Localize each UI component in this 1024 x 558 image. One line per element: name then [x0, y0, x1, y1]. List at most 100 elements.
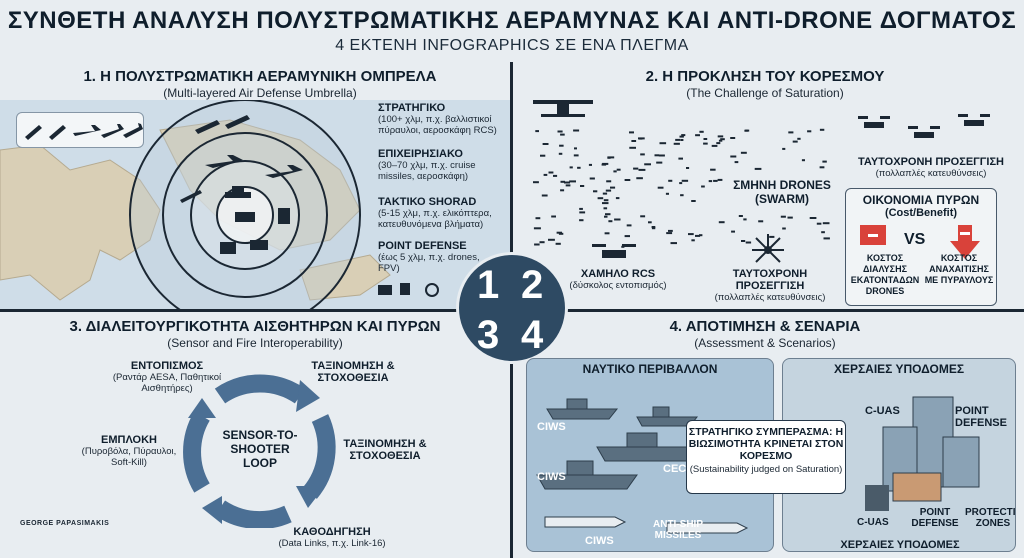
swarm-drone-icon [822, 222, 830, 225]
swarm-drone-icon [573, 154, 579, 157]
anti-ship-missile-icon [544, 516, 627, 528]
swarm-drone-icon [731, 230, 735, 233]
swarm-drone-icon [615, 197, 620, 200]
low-rcs-drone-icon [592, 244, 636, 258]
economy-title: ΟΙΚΟΝΟΜΙΑ ΠΥΡΩΝ [862, 193, 980, 207]
fighter-jet-icon [101, 124, 124, 138]
swarm-drone-icon [668, 229, 673, 232]
swarm-drone-icon [569, 166, 573, 169]
naval-environment-panel: ΝΑΥΤΙΚΟ ΠΕΡΙΒΑΛΛΟΝ CIWS CIWS CEC CIWS AN… [526, 358, 774, 552]
radar-icon [220, 242, 236, 254]
swarm-drone-icon [601, 163, 607, 166]
swarm-drone-icon [614, 218, 621, 221]
swarm-drone-icon [548, 238, 555, 241]
swarm-drone-icon [560, 133, 565, 136]
swarm-drone-icon [681, 134, 686, 137]
land-title: ΧΕΡΣΑΙΕΣ ΥΠΟΔΟΜΕΣ [833, 362, 965, 376]
simultaneous-approach-top: ΤΑΥΤΟΧΡΟΝΗ ΠΡΟΣΕΓΓΙΣΗ (πολλαπλές κατευθύ… [857, 156, 1005, 179]
q2-subtitle: (The Challenge of Saturation) [686, 86, 844, 100]
swarm-drone-icon [730, 155, 737, 158]
loop-arrow-right [302, 414, 336, 499]
swarm-drone-icon [579, 207, 583, 210]
swarm-drone-icon [717, 178, 723, 181]
swarm-drone-icon [535, 217, 541, 220]
launcher-icon [250, 240, 268, 250]
mq9-drone-icon [533, 100, 593, 117]
swarm-drone-icon [533, 181, 539, 184]
swarm-drone-icon [654, 154, 660, 157]
ciws-label: CIWS [537, 471, 566, 483]
swarm-drone-icon [741, 240, 746, 242]
missile-icon [225, 115, 250, 129]
loop-center-label: SENSOR-TO-SHOOTER LOOP [222, 428, 298, 470]
arrowhead-icon [202, 496, 222, 524]
swarm-drone-icon [710, 168, 716, 171]
swarm-drone-icon [673, 142, 680, 145]
swarm-drone-icon [821, 231, 825, 234]
swarm-drone-icon [780, 215, 786, 218]
swarm-drone-icon [638, 168, 646, 171]
swarm-drone-icon [738, 215, 743, 217]
missile-icon [25, 125, 42, 140]
swarm-drone-icon [691, 239, 695, 242]
swarm-drone-icon [593, 190, 598, 193]
q4-subtitle: (Assessment & Scenarios) [694, 336, 836, 350]
swarm-drone-icon [744, 129, 748, 132]
header: ΣΥΝΘΕΤΗ ΑΝΑΛΥΣΗ ΠΟΛΥΣΤΡΩΜΑΤΙΚΗΣ ΑΕΡΑΜΥΝΑ… [0, 0, 1024, 62]
crosshair-icon [425, 283, 439, 297]
swarm-drone-icon [670, 242, 677, 245]
cruise-missile-icon [180, 190, 202, 203]
swarm-drone-icon [754, 167, 762, 170]
swarm-drone-icon [535, 130, 539, 133]
land-infrastructure-panel: ΧΕΡΣΑΙΕΣ ΥΠΟΔΟΜΕΣ C-UAS POINT DEFENSE C-… [782, 358, 1016, 552]
swarm-drone-icon [559, 144, 564, 147]
house-icon [892, 472, 942, 502]
author-credit: GEORGE PAPASIMAKIS [20, 520, 110, 527]
swarm-drone-icon [573, 129, 580, 132]
swarm-drone-icon [713, 179, 718, 182]
quadcopter-group [858, 114, 990, 138]
q3-subtitle: (Sensor and Fire Interoperability) [167, 336, 343, 350]
anti-ship-missiles-label: ANTI-SHIP MISSILES [653, 519, 703, 541]
swarm-drone-icon [699, 234, 703, 237]
swarm-drone-icon [681, 179, 689, 182]
swarm-drone-icon [604, 232, 610, 235]
swarm-drone-icon [551, 215, 556, 218]
swarm-drone-icon [631, 140, 637, 142]
arrowhead-icon [296, 380, 320, 412]
q2-title: 2. Η ΠΡΟΚΛΗΣΗ ΤΟΥ ΚΟΡΕΣΜΟΥ [645, 68, 885, 85]
swarm-drone-icon [651, 227, 656, 230]
swarm-drone-icon [540, 154, 546, 157]
swarm-drone-icon [616, 168, 621, 171]
land-footer: ΧΕΡΣΑΙΕΣ ΥΠΟΔΟΜΕΣ [840, 539, 960, 551]
swarm-drone-icon [695, 234, 701, 237]
step-engagement: ΕΜΠΛΟΚΗ (Πυροβόλα, Πύραυλοι, Soft-Kill) [81, 434, 177, 468]
number-3: 3 [477, 313, 500, 357]
swarm-drone-icon [558, 232, 564, 235]
swarm-label: ΣΜΗΝΗ DRONES (SWARM) [733, 178, 831, 206]
launcher-icon [235, 212, 255, 222]
swarm-drone-icon [678, 157, 683, 160]
swarm-drone-icon [822, 160, 827, 163]
swarm-drone-icon [555, 242, 561, 245]
swarm-drone-icon [640, 153, 645, 156]
swarm-drone-icon [720, 138, 725, 141]
swarm-drone-icon [819, 166, 825, 169]
number-2: 2 [521, 263, 544, 307]
swarm-drone-icon [606, 180, 612, 183]
swarm-drone-icon [686, 167, 690, 169]
fighter-jet-icon [73, 125, 101, 136]
swarm-drone-icon [605, 189, 612, 192]
swarm-drone-icon [665, 192, 669, 195]
c-uas-turret-icon [865, 485, 889, 511]
swarm-drone-icon [629, 146, 636, 149]
swarm-drone-icon [816, 222, 822, 225]
point-defense-label: POINT DEFENSE [955, 405, 1007, 429]
number-1: 1 [477, 263, 500, 307]
swarm-drone-icon [539, 241, 545, 244]
swarm-drone-icon [745, 241, 752, 244]
swarm-drone-icon [607, 156, 615, 159]
swarm-drone-icon [703, 138, 708, 140]
swarm-drones [533, 128, 830, 248]
swarm-drone-icon [626, 224, 632, 227]
